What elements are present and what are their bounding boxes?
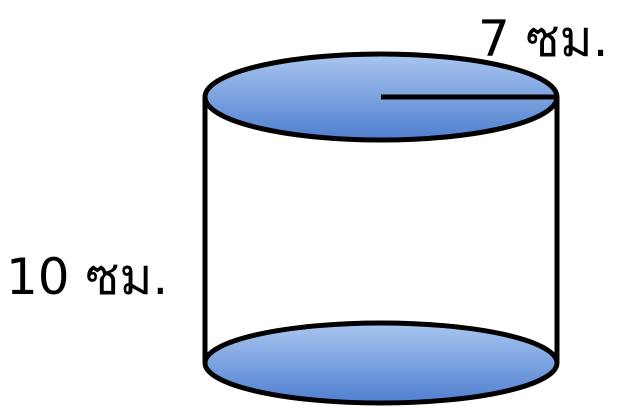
bottom-face bbox=[202, 320, 560, 406]
radius-label: 7 ซม. bbox=[478, 10, 609, 68]
height-label: 10 ซม. bbox=[6, 248, 168, 306]
